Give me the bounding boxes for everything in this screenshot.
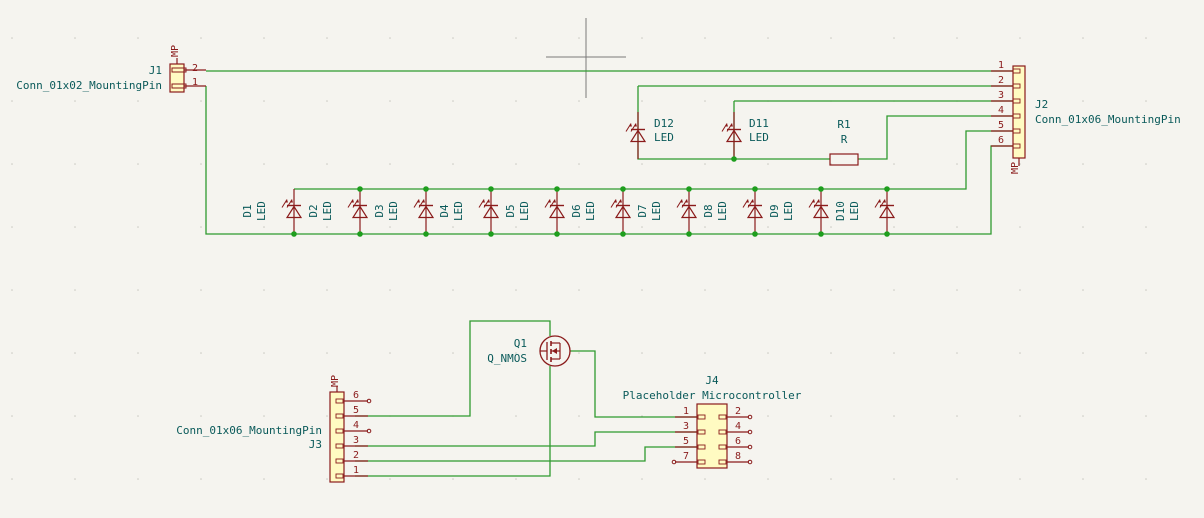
j2-pin-5: 5 <box>998 120 1004 131</box>
j2-value: Conn_01x06_MountingPin <box>1035 113 1181 126</box>
led-d3[interactable] <box>413 189 435 234</box>
led-d4-value: LED <box>452 201 465 221</box>
resistor-r1[interactable]: R1 R <box>829 118 859 166</box>
d12-value: LED <box>654 131 674 144</box>
j2-pin-4: 4 <box>998 105 1004 116</box>
wire-j3-1-to-q1-source[interactable] <box>355 366 551 477</box>
transistor-q1[interactable]: Q1 Q_NMOS <box>487 335 571 367</box>
connector-j3[interactable]: MP Conn_01x06_MountingPin J3 6 5 4 3 2 1 <box>176 375 372 483</box>
j2-ref: J2 <box>1035 98 1048 111</box>
led-d3-value: LED <box>387 201 400 221</box>
connector-j1[interactable]: MP 2 1 J1 Conn_01x02_MountingPin <box>16 45 206 93</box>
j1-mp-label: MP <box>170 45 181 57</box>
j2-pin-2: 2 <box>998 75 1004 86</box>
led-d8[interactable] <box>742 189 764 234</box>
wire-q1-gate-to-j4-1[interactable] <box>570 350 697 418</box>
led-d5-value: LED <box>518 201 531 221</box>
j1-pin-1: 1 <box>192 77 198 88</box>
led-d1-ref: D1 <box>241 204 254 217</box>
wire-j3-2-to-j4-5[interactable] <box>355 446 697 462</box>
j4-pin-2: 2 <box>735 406 741 417</box>
j2-pin-1: 1 <box>998 60 1004 71</box>
j4-pin-6: 6 <box>735 436 741 447</box>
led-d5-ref: D5 <box>504 204 517 217</box>
connector-j2[interactable]: MP J2 Conn_01x06_MountingPin 1 2 3 4 5 6 <box>991 60 1181 174</box>
j2-pin-6: 6 <box>998 135 1004 146</box>
j4-ref: J4 <box>705 374 719 387</box>
d12-ref: D12 <box>654 117 674 130</box>
led-d1-value: LED <box>255 201 268 221</box>
j2-pin-3: 3 <box>998 90 1004 101</box>
j4-value: Placeholder Microcontroller <box>623 389 802 402</box>
j4-body <box>696 403 728 469</box>
d11-ref: D11 <box>749 117 769 130</box>
led-d9-value: LED <box>782 201 795 221</box>
wire-r1-to-j2-4[interactable] <box>858 115 1013 160</box>
j1-pin-2: 2 <box>192 63 198 74</box>
led-d2-ref: D2 <box>307 204 320 217</box>
led-d6-value: LED <box>584 201 597 221</box>
r1-value: R <box>841 133 848 146</box>
j3-body <box>329 391 345 483</box>
j3-pin-5: 5 <box>353 405 359 416</box>
j3-pin-1: 1 <box>353 465 359 476</box>
led-d6[interactable] <box>610 189 632 234</box>
led-d7[interactable] <box>676 189 698 234</box>
led-d2[interactable] <box>347 189 369 234</box>
led-d1[interactable] <box>281 189 303 234</box>
led-d5[interactable] <box>544 189 566 234</box>
j3-mp-label: MP <box>330 375 341 387</box>
j3-pin-4: 4 <box>353 420 359 431</box>
led-d7-value: LED <box>650 201 663 221</box>
led-d10-ref: D10 <box>834 201 847 221</box>
wire-j3-5-to-q1-drain[interactable] <box>355 320 551 417</box>
connector-j4[interactable]: J4 Placeholder Microcontroller 1 3 5 7 2 4 6 8 <box>623 374 802 469</box>
led-d11[interactable] <box>721 112 743 159</box>
q1-ref: Q1 <box>514 337 527 350</box>
led-d4-ref: D4 <box>438 204 451 218</box>
j1-value: Conn_01x02_MountingPin <box>16 79 162 92</box>
j3-pin-2: 2 <box>353 450 359 461</box>
led-d9[interactable] <box>808 189 830 234</box>
r1-ref: R1 <box>837 118 850 131</box>
led-d3-ref: D3 <box>373 204 386 217</box>
j3-ref: J3 <box>309 438 322 451</box>
led-d12[interactable] <box>625 112 647 159</box>
led-d7-ref: D7 <box>636 204 649 217</box>
q1-value: Q_NMOS <box>487 352 527 365</box>
led-d6-ref: D6 <box>570 204 583 217</box>
led-d9-ref: D9 <box>768 204 781 217</box>
j2-mp-label: MP <box>1010 162 1021 174</box>
cursor-crosshair <box>546 18 626 98</box>
led-d4[interactable] <box>478 189 500 234</box>
j4-pin-3: 3 <box>683 421 689 432</box>
led-d10-value: LED <box>848 201 861 221</box>
j1-ref: J1 <box>149 64 162 77</box>
symbols[interactable] <box>281 112 896 234</box>
led-d2-value: LED <box>321 201 334 221</box>
j4-pin-1: 1 <box>683 406 689 417</box>
led-d8-value: LED <box>716 201 729 221</box>
j4-pin-7: 7 <box>683 451 689 462</box>
r1-body <box>829 153 859 166</box>
led-d8-ref: D8 <box>702 204 715 217</box>
d11-value: LED <box>749 131 769 144</box>
j3-pin-3: 3 <box>353 435 359 446</box>
j4-pin-4: 4 <box>735 421 741 432</box>
j3-pin-6: 6 <box>353 390 359 401</box>
wire-led-anodes-to-j2-5[interactable] <box>294 130 1013 190</box>
j4-pin-8: 8 <box>735 451 741 462</box>
wire-j3-3-to-j4-3[interactable] <box>355 431 697 447</box>
junctions <box>291 156 890 237</box>
grid-dots <box>11 37 1147 480</box>
j3-value: Conn_01x06_MountingPin <box>176 424 322 437</box>
led-d10[interactable] <box>874 189 896 234</box>
j4-pin-5: 5 <box>683 436 689 447</box>
